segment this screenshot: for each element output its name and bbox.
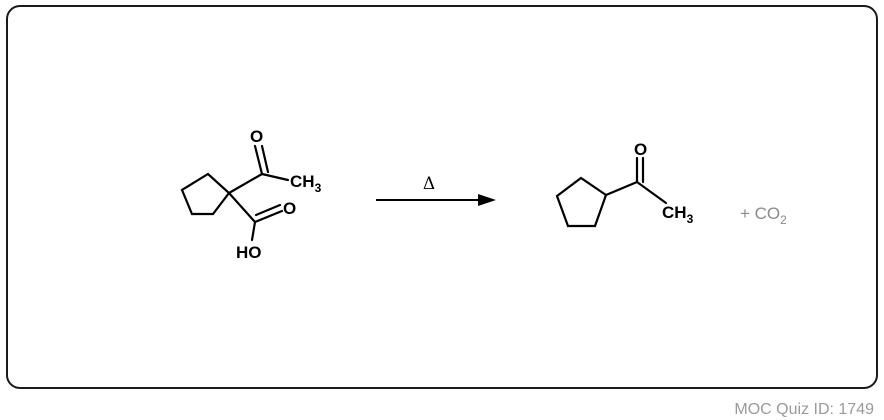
reactant-hydroxyl-label: HO bbox=[236, 243, 262, 262]
heat-condition-label: Δ bbox=[423, 174, 435, 194]
reaction-arrow-head bbox=[478, 194, 496, 206]
svg-text:CH3: CH3 bbox=[662, 203, 694, 226]
reactant-acid-oxygen: O bbox=[283, 199, 296, 218]
reactant-carbonyl-double-bond-a bbox=[253, 209, 284, 224]
svg-text:+ CO2: + CO2 bbox=[740, 204, 787, 227]
byproduct-label: + CO bbox=[740, 204, 780, 223]
reactant-molecule bbox=[180, 144, 290, 242]
product-methyl-label: CH bbox=[662, 203, 687, 222]
product-ketone-oxygen: O bbox=[634, 140, 647, 159]
byproduct-subscript: 2 bbox=[780, 213, 787, 227]
reaction-card bbox=[6, 5, 878, 389]
reactant-hydroxyl-bond bbox=[250, 220, 257, 242]
svg-text:CH3: CH3 bbox=[290, 172, 322, 195]
product-methyl-subscript: 3 bbox=[687, 212, 694, 226]
reactant-ketone-double-bond-b bbox=[260, 144, 270, 174]
reactant-methyl-bond bbox=[260, 172, 290, 182]
reactant-acyl-bond bbox=[227, 172, 264, 195]
reactant-methyl-label: CH bbox=[290, 172, 315, 191]
reactant-ketone-oxygen: O bbox=[250, 127, 263, 146]
reactant-cyclopentane-ring bbox=[180, 172, 231, 216]
reaction-arrow bbox=[376, 194, 496, 206]
product-cyclopentane-ring bbox=[555, 176, 608, 228]
reactant-methyl-subscript: 3 bbox=[315, 181, 322, 195]
reactant-carbonyl-double-bond-b bbox=[254, 203, 282, 217]
reactant-carboxyl-bond bbox=[227, 191, 257, 224]
quiz-id-label: MOC Quiz ID: 1749 bbox=[734, 401, 874, 418]
product-molecule bbox=[555, 156, 668, 228]
reactant-ketone-double-bond-a bbox=[253, 144, 264, 176]
product-methyl-bond bbox=[635, 180, 668, 205]
product-acyl-bond bbox=[604, 180, 639, 197]
